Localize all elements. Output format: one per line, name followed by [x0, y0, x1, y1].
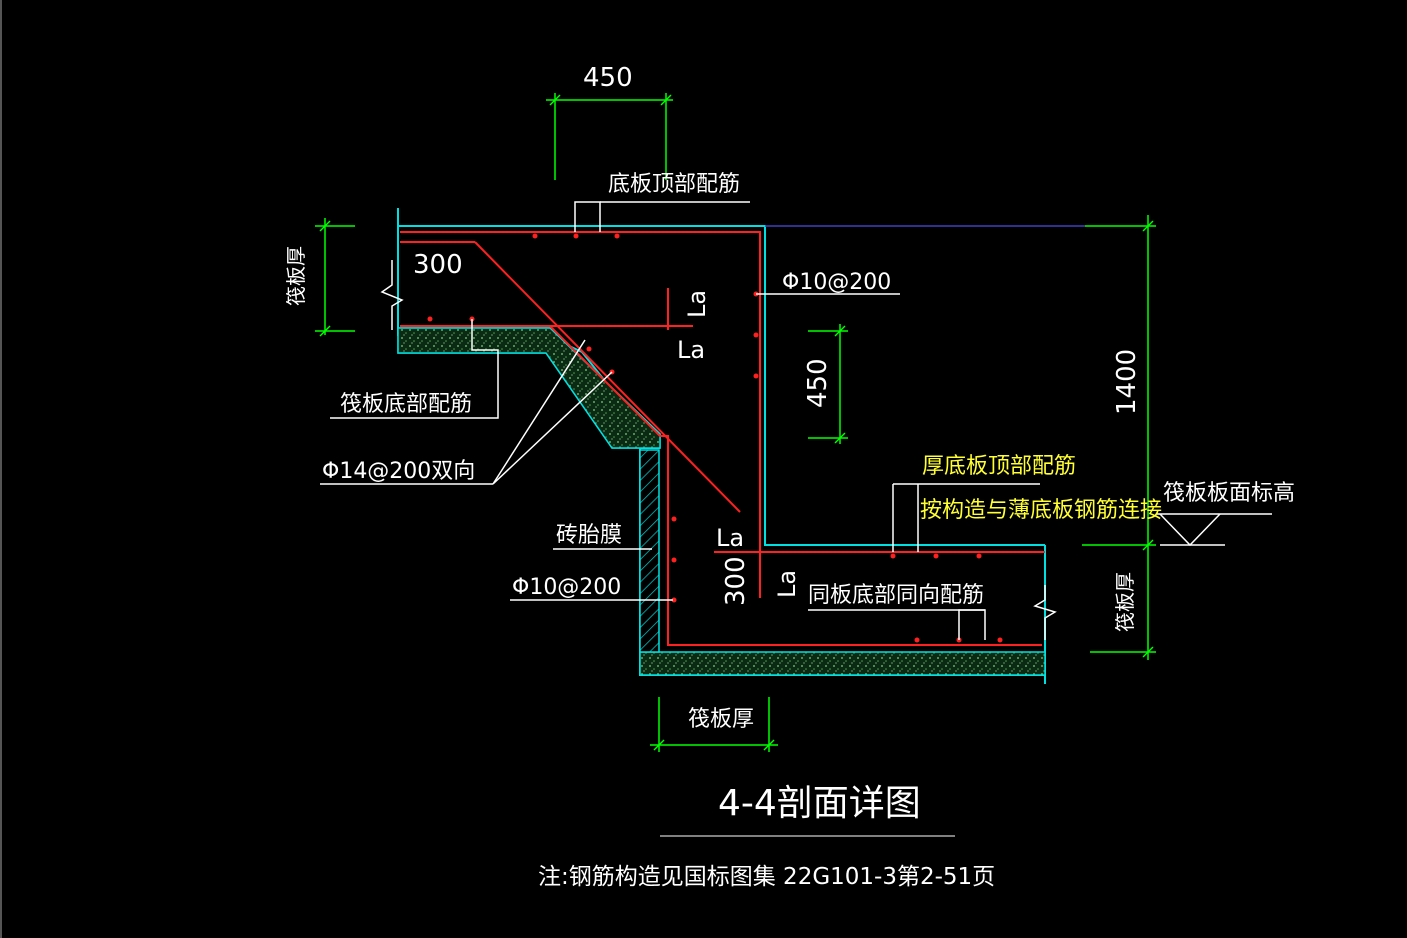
label-raft-bottom-rebar: 筏板底部配筋 — [340, 392, 472, 417]
dim-mid-vertical: 450 — [803, 358, 833, 408]
rebar-dots — [427, 233, 1003, 643]
label-la-upper-vertical: La — [683, 290, 711, 318]
dim-left-thick: 300 — [413, 250, 463, 280]
dim-bottom-step: 300 — [721, 556, 751, 606]
cushion-slope — [397, 327, 661, 449]
label-phi14: Φ14@200双向 — [322, 459, 475, 484]
break-symbol-left — [380, 260, 404, 330]
leader-lines — [320, 201, 1040, 837]
label-same-bottom-rebar: 同板底部同向配筋 — [808, 583, 984, 608]
brick-mold-hatch — [639, 449, 660, 653]
label-raft-thick-left: 筏板厚 — [284, 246, 308, 306]
label-la-lower: La — [716, 524, 744, 552]
label-thick-top-rebar: 厚底板顶部配筋 — [922, 454, 1076, 479]
label-construction-link: 按构造与薄底板钢筋连接 — [920, 498, 1162, 523]
break-symbol-right — [1033, 585, 1057, 640]
label-phi10-upper: Φ10@200 — [782, 270, 891, 295]
label-la-lower-vertical: La — [773, 570, 801, 598]
drawing-note: 注:钢筋构造见国标图集 22G101-3第2-51页 — [538, 864, 995, 890]
elevation-symbol — [1157, 513, 1272, 547]
dim-right-height: 1400 — [1112, 349, 1142, 415]
label-phi10-lower: Φ10@200 — [512, 575, 621, 600]
label-raft-top-rebar: 底板顶部配筋 — [608, 172, 740, 197]
slab-outline — [397, 208, 1085, 684]
label-raft-thick-bottom: 筏板厚 — [688, 707, 754, 732]
drawing-title: 4-4剖面详图 — [718, 783, 921, 824]
dimension-lines — [315, 93, 1156, 752]
rebar-lines — [400, 231, 1045, 646]
label-brick-mold: 砖胎膜 — [556, 523, 622, 548]
dim-top-width: 450 — [583, 63, 633, 93]
label-raft-thick-right: 筏板厚 — [1113, 572, 1137, 632]
label-la-upper: La — [677, 336, 705, 364]
label-raft-surface-elev: 筏板板面标高 — [1163, 481, 1295, 506]
